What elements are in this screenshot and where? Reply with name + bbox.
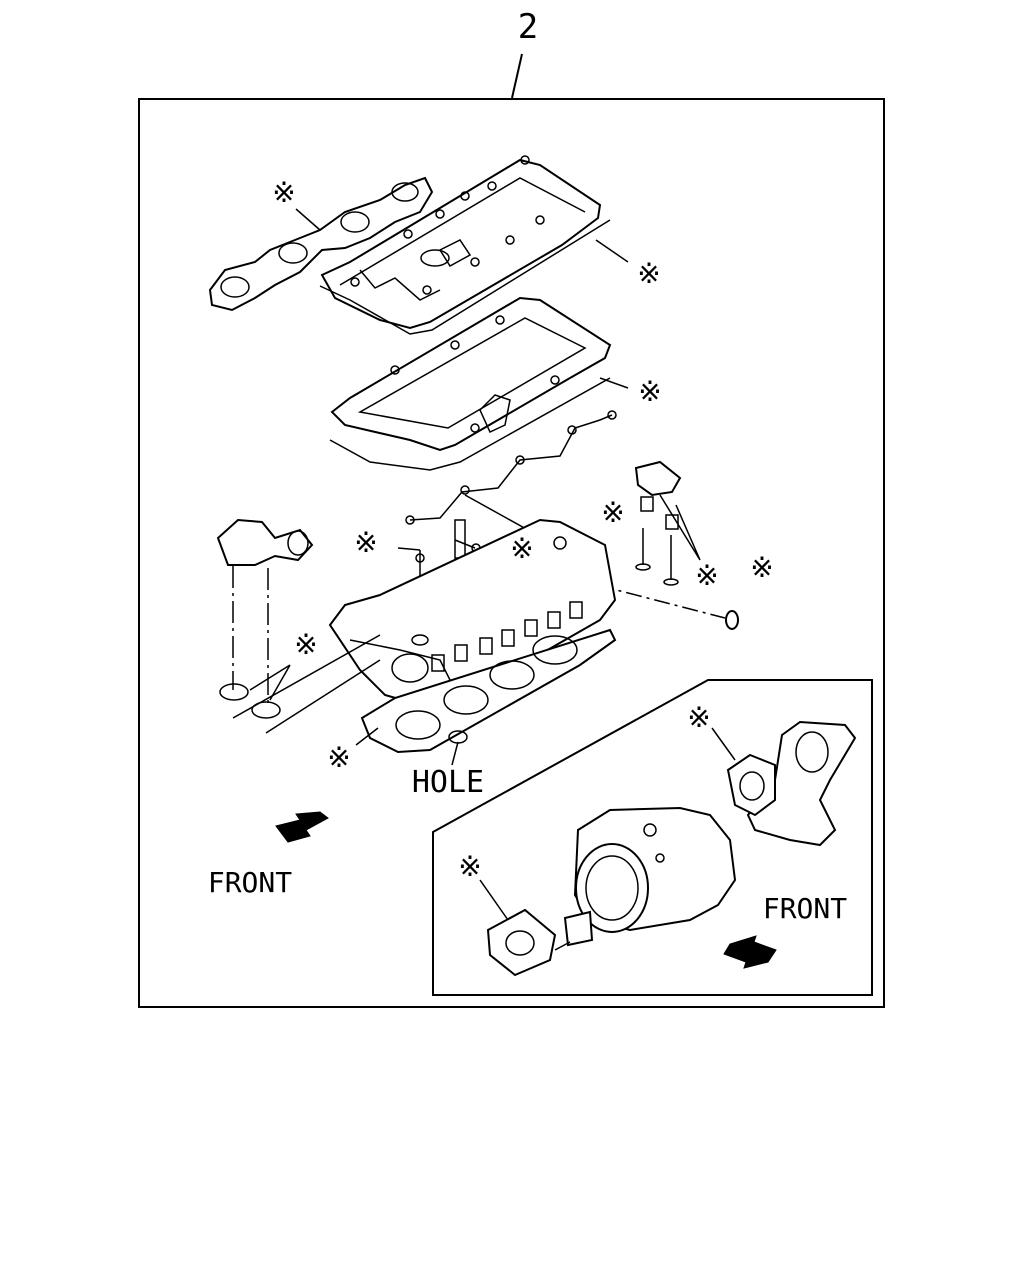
o-ring-frame: [232, 634, 381, 734]
cylinder-head-cover: [320, 155, 602, 330]
o-ring-lower: [251, 701, 281, 719]
exhaust-elbow: [746, 720, 857, 847]
turbocharger: [563, 806, 737, 947]
turbo-outlet: [554, 941, 571, 951]
asterisk-marker-icon: ※: [458, 850, 481, 883]
leader-elbow-gasket: [711, 727, 736, 761]
leader-head-gasket: [355, 727, 379, 746]
asterisk-marker-icon: ※: [637, 257, 660, 290]
front-label-main: FRONT: [208, 866, 292, 899]
rocker-housing: [330, 296, 612, 452]
ref-number: 2: [518, 7, 538, 47]
rocker-gasket: [329, 377, 611, 471]
main-frame: [138, 98, 885, 1008]
seal-ring: [415, 553, 425, 563]
front-arrow-icon: [275, 811, 329, 843]
head-cover-gasket: [319, 219, 611, 335]
front-label-inset: FRONT: [763, 892, 847, 925]
asterisk-marker-icon: ※: [601, 496, 624, 529]
asterisk-marker-icon: ※: [354, 526, 377, 559]
asterisk-marker-icon: ※: [327, 741, 350, 774]
asterisk-marker-icon: ※: [687, 701, 710, 734]
elbow-gasket: [726, 753, 776, 817]
asterisk-marker-icon: ※: [510, 532, 533, 565]
leader-turbo-gasket: [479, 879, 509, 921]
leader-o-ring: [249, 664, 291, 701]
leader-cover: [595, 239, 629, 263]
turbo-gasket: [486, 908, 557, 977]
asterisk-marker-icon: ※: [294, 628, 317, 661]
asterisk-marker-icon: ※: [750, 551, 773, 584]
hole-label: HOLE: [412, 765, 484, 800]
leader-plug: [569, 577, 726, 619]
asterisk-marker-icon: ※: [638, 375, 661, 408]
asterisk-marker-icon: ※: [272, 176, 295, 209]
thermostat-leaders: [232, 566, 269, 706]
cylinder-head: [328, 518, 617, 707]
bracket-and-valves: [634, 460, 701, 586]
thermostat-housing: [216, 518, 314, 566]
plug: [725, 610, 739, 630]
exhaust-manifold-gasket: [208, 176, 434, 312]
hole-leader: [451, 741, 459, 766]
inset-frame: [432, 679, 873, 996]
ref-leader: [511, 53, 523, 99]
asterisk-marker-icon: ※: [695, 559, 718, 592]
front-arrow-icon: [723, 935, 777, 969]
leader-rocker: [599, 377, 629, 389]
o-ring-upper: [219, 683, 249, 701]
